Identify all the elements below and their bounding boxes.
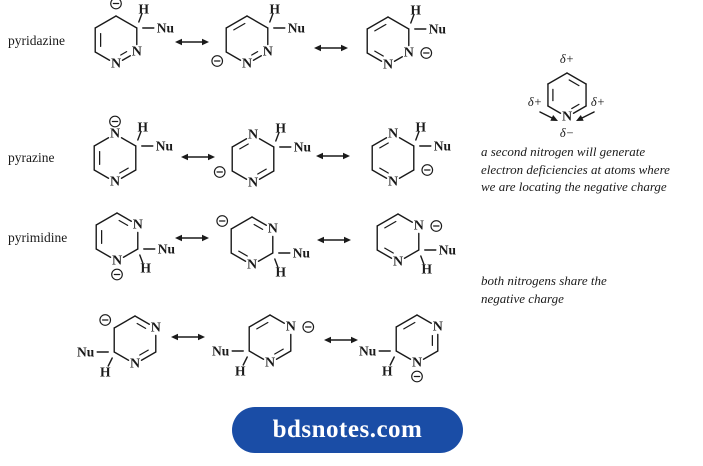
structure-pyrimidine-3: N N NuH <box>376 213 457 277</box>
svg-text:N: N <box>383 58 393 73</box>
delta-pyridine-diagram: Nδ+ δ+ δ+ δ− <box>528 52 605 140</box>
svg-text:N: N <box>265 356 275 371</box>
svg-text:N: N <box>110 175 120 190</box>
structure-pyrimidine-2: N N NuH <box>216 215 311 280</box>
resonance-arrow-icon <box>324 336 358 344</box>
negative-charge-icon <box>421 164 434 176</box>
svg-text:H: H <box>422 262 433 277</box>
resonance-arrow-icon <box>317 236 351 244</box>
structure-pyridazine-2: NN H Nu <box>211 2 306 72</box>
negative-charge-icon <box>213 166 226 178</box>
svg-text:Nu: Nu <box>77 345 95 360</box>
svg-text:N: N <box>393 255 403 270</box>
svg-text:δ+: δ+ <box>560 52 574 66</box>
badge-label: bdsnotes.com <box>272 416 423 443</box>
svg-text:H: H <box>416 120 427 135</box>
svg-text:Nu: Nu <box>293 246 311 261</box>
delta-arrow-icon <box>539 111 558 121</box>
negative-charge-icon <box>216 215 229 227</box>
svg-text:Nu: Nu <box>158 242 176 257</box>
svg-text:H: H <box>276 121 287 136</box>
structure-pyrimidine-1: N N NuH <box>95 212 176 281</box>
svg-text:N: N <box>110 127 120 142</box>
svg-text:N: N <box>286 320 296 335</box>
svg-text:N: N <box>248 128 258 143</box>
structure-pyridazine-3: NN H Nu <box>366 3 447 73</box>
resonance-arrow-icon <box>175 38 209 46</box>
structure-pyrimidine-6: N N NuH <box>359 314 443 383</box>
structure-pyridazine-1: NN H Nu <box>94 0 175 72</box>
svg-text:Nu: Nu <box>288 21 306 36</box>
svg-text:N: N <box>388 175 398 190</box>
svg-text:H: H <box>382 364 393 379</box>
delta-arrow-icon <box>576 111 595 121</box>
svg-text:N: N <box>268 222 278 237</box>
resonance-arrow-icon <box>314 44 348 52</box>
negative-charge-icon <box>211 55 224 67</box>
negative-charge-icon <box>99 314 112 326</box>
svg-text:N: N <box>112 254 122 269</box>
annotation-second-nitrogen: a second nitrogen will generate electron… <box>481 144 670 195</box>
negative-charge-icon <box>411 370 423 383</box>
svg-text:Nu: Nu <box>156 139 174 154</box>
negative-charge-icon <box>420 47 433 59</box>
bdsnotes-watermark-badge[interactable]: bdsnotes.com <box>232 407 463 453</box>
svg-text:Nu: Nu <box>212 344 230 359</box>
resonance-arrow-icon <box>181 153 215 161</box>
structure-pyrimidine-4: N N NuH <box>77 314 161 380</box>
svg-text:H: H <box>139 2 150 17</box>
svg-text:N: N <box>263 45 273 60</box>
svg-text:H: H <box>138 120 149 135</box>
annotation-both-nitrogens: both nitrogens share the negative charge <box>481 273 607 306</box>
svg-text:N: N <box>130 357 140 372</box>
svg-text:H: H <box>411 3 422 18</box>
svg-text:N: N <box>133 218 143 233</box>
svg-text:H: H <box>141 261 152 276</box>
structure-pyrazine-1: N N H Nu <box>93 115 174 190</box>
svg-text:N: N <box>242 57 252 72</box>
label-pyrazine: pyrazine <box>8 150 55 165</box>
svg-text:Nu: Nu <box>359 344 377 359</box>
svg-text:N: N <box>248 176 258 191</box>
svg-text:N: N <box>562 110 572 125</box>
svg-text:N: N <box>412 356 422 371</box>
negative-charge-icon <box>430 220 443 232</box>
svg-text:Nu: Nu <box>294 140 312 155</box>
svg-text:δ+: δ+ <box>591 95 605 109</box>
svg-text:Nu: Nu <box>429 22 447 37</box>
svg-text:N: N <box>404 46 414 61</box>
svg-text:Nu: Nu <box>157 21 175 36</box>
label-pyrimidine: pyrimidine <box>8 230 68 245</box>
resonance-arrow-icon <box>175 234 209 242</box>
label-pyridazine: pyridazine <box>8 33 65 48</box>
resonance-arrow-icon <box>171 333 205 341</box>
structure-pyrimidine-5: N N NuH <box>212 314 315 379</box>
svg-text:N: N <box>388 127 398 142</box>
svg-text:H: H <box>276 265 287 280</box>
svg-text:N: N <box>151 321 161 336</box>
structure-pyrazine-3: N N H Nu <box>371 120 452 190</box>
svg-text:Nu: Nu <box>434 139 452 154</box>
negative-charge-icon <box>110 0 122 10</box>
svg-text:N: N <box>433 320 443 335</box>
svg-text:N: N <box>247 258 257 273</box>
negative-charge-icon <box>302 321 315 333</box>
svg-text:N: N <box>132 45 142 60</box>
negative-charge-icon <box>111 268 123 281</box>
svg-text:N: N <box>111 57 121 72</box>
negative-charge-icon <box>109 115 121 128</box>
svg-text:Nu: Nu <box>439 243 457 258</box>
svg-text:H: H <box>235 364 246 379</box>
structure-pyrazine-2: N N H Nu <box>213 121 312 191</box>
svg-text:H: H <box>270 2 281 17</box>
svg-text:N: N <box>414 219 424 234</box>
svg-text:H: H <box>100 365 111 380</box>
resonance-arrow-icon <box>316 152 350 160</box>
svg-text:δ+: δ+ <box>528 95 542 109</box>
svg-text:δ−: δ− <box>560 126 574 140</box>
